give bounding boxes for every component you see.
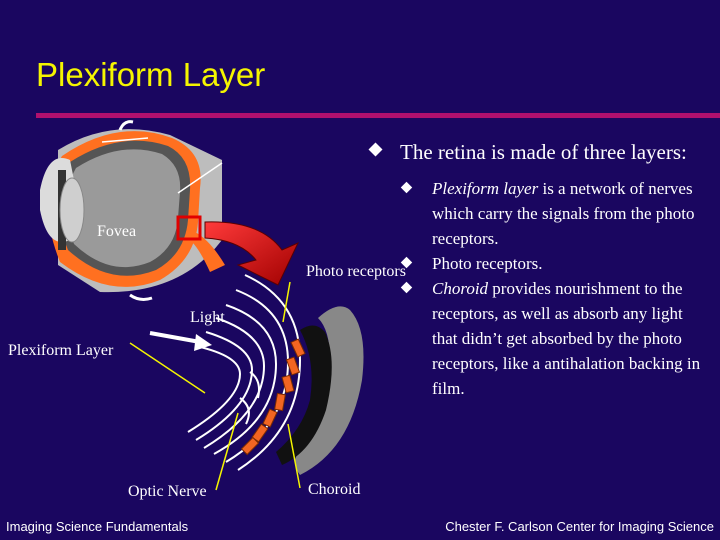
- sub-bullet-text: provides nourishment to the receptors, a…: [432, 279, 701, 398]
- footer-right: Chester F. Carlson Center for Imaging Sc…: [445, 519, 714, 534]
- leader-lines: [129, 281, 301, 491]
- label-light: Light: [190, 309, 225, 326]
- sub-bullet-term: Plexiform layer: [432, 179, 539, 198]
- bullet-list: The retina is made of three layers: Plex…: [368, 138, 710, 401]
- sub-bullet-text: is a network of nerves which carry the s…: [432, 179, 695, 248]
- sub-bullet-text: Photo receptors.: [432, 254, 543, 273]
- zoom-arrow-icon: [204, 221, 300, 286]
- retina-layer-detail: [187, 274, 364, 475]
- footer-left: Imaging Science Fundamentals: [6, 519, 189, 534]
- sub-bullet-photoreceptors: Photo receptors.: [400, 251, 710, 276]
- bullet-text: The retina is made of three layers:: [400, 140, 687, 164]
- title-divider: [36, 113, 720, 118]
- eye-cross-section: [40, 120, 225, 301]
- sub-bullet-term: Choroid: [432, 279, 489, 298]
- slide-title: Plexiform Layer: [36, 56, 266, 93]
- label-photo-receptors: Photo receptors: [306, 263, 406, 280]
- photoreceptor-cells: [240, 338, 306, 456]
- label-plexiform-layer: Plexiform Layer: [8, 342, 114, 359]
- sub-bullet-choroid: Choroid provides nourishment to the rece…: [400, 276, 710, 401]
- fovea-marker: [176, 215, 202, 241]
- label-fovea: Fovea: [97, 223, 137, 240]
- label-optic-nerve: Optic Nerve: [128, 483, 207, 500]
- sub-bullet-plexiform: Plexiform layer is a network of nerves w…: [400, 176, 710, 251]
- bullet-retina-layers: The retina is made of three layers:: [368, 138, 710, 166]
- label-choroid: Choroid: [308, 481, 361, 498]
- sub-bullet-list: Plexiform layer is a network of nerves w…: [400, 176, 710, 401]
